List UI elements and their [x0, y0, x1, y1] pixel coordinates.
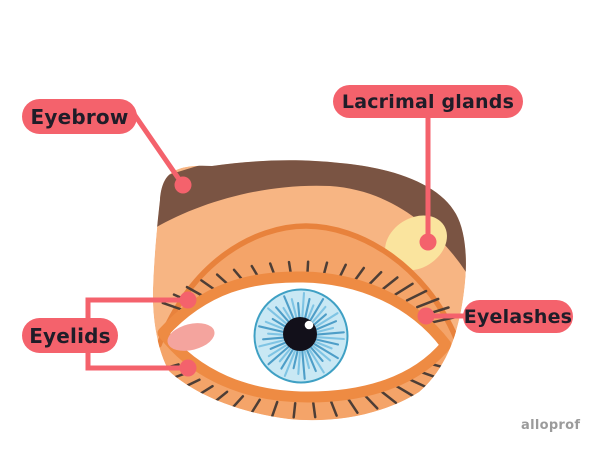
pupil-highlight [304, 320, 314, 330]
eyebrow-leader-line [131, 111, 186, 188]
eyelids-upper-leader-dot [179, 291, 197, 309]
alloprof-watermark: alloprof [521, 418, 581, 433]
label-eyebrow: Eyebrow [22, 99, 137, 134]
eyelids-lower-leader-dot [179, 359, 197, 377]
label-eyelashes-text: Eyelashes [463, 305, 573, 328]
eyebrow-leader-dot [174, 176, 192, 194]
iris-outline [253, 288, 349, 384]
leader-dots [174, 176, 437, 377]
caruncle-shape [167, 323, 215, 351]
label-eyelashes: Eyelashes [463, 300, 573, 333]
label-eyebrow-text: Eyebrow [30, 104, 129, 129]
lacrimal-gland-shape [385, 215, 447, 271]
iris [253, 288, 349, 384]
lacrimal-leader-dot [419, 233, 437, 251]
eyelid-crease-line [156, 223, 459, 348]
label-eyelids-text: Eyelids [29, 323, 111, 348]
label-lacrimal-glands: Lacrimal glands [333, 85, 523, 118]
label-lacrimal-glands-text: Lacrimal glands [341, 90, 515, 113]
eyelashes-leader-dot [417, 307, 435, 325]
label-eyelids: Eyelids [22, 318, 118, 353]
eyebrow-hair-shape [152, 160, 466, 272]
